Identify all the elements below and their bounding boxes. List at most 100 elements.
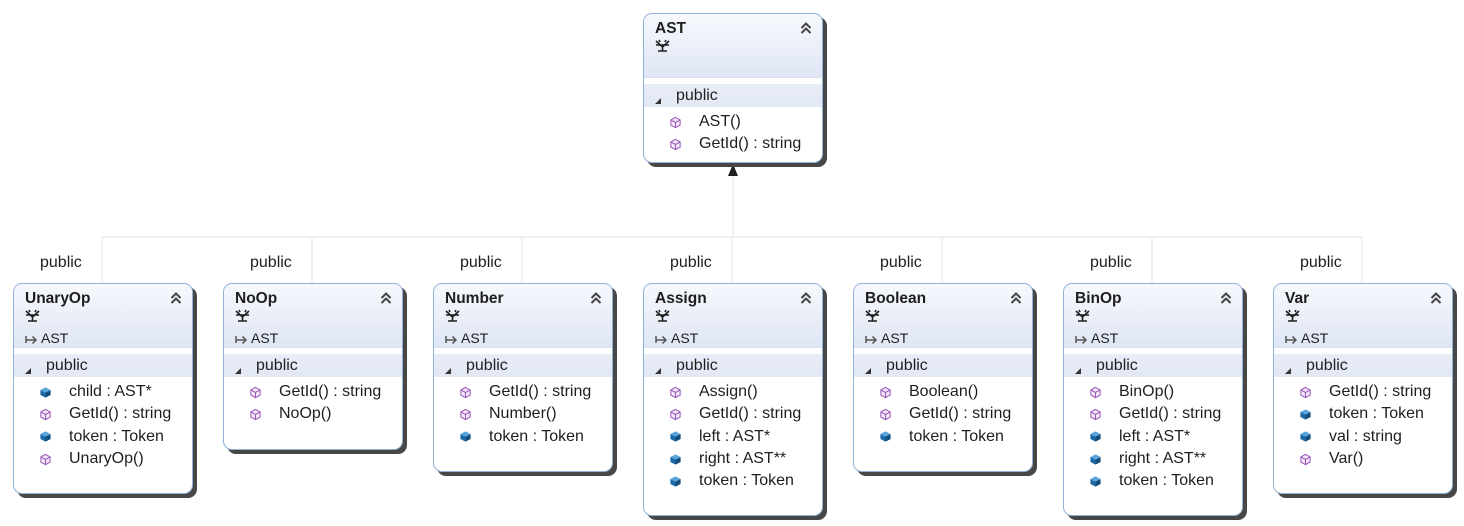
collapse-chevron-icon[interactable] — [589, 291, 603, 305]
field-item[interactable]: token : Token — [854, 426, 1032, 448]
field-item[interactable]: token : Token — [434, 426, 612, 448]
method-item[interactable]: GetId() : string — [434, 381, 612, 403]
member-text: NoOp() — [279, 405, 332, 423]
field-icon — [879, 430, 892, 443]
member-text: GetId() : string — [1119, 405, 1222, 423]
inheritance-access-label: public — [40, 254, 82, 271]
method-item[interactable]: GetId() : string — [644, 133, 822, 155]
field-item[interactable]: token : Token — [1274, 403, 1452, 425]
class-icon — [865, 309, 880, 322]
section-header-public[interactable]: public — [1274, 354, 1452, 377]
collapse-chevron-icon[interactable] — [799, 21, 813, 35]
method-item[interactable]: GetId() : string — [14, 403, 192, 425]
member-text: child : AST* — [69, 383, 152, 401]
method-item[interactable]: BinOp() — [1064, 381, 1242, 403]
field-item[interactable]: left : AST* — [1064, 426, 1242, 448]
inheritance-access-label: public — [250, 254, 292, 271]
method-icon — [669, 138, 682, 151]
section-toggle-icon[interactable] — [234, 362, 242, 374]
method-icon — [459, 386, 472, 399]
field-item[interactable]: right : AST** — [1064, 448, 1242, 470]
inherit-arrow-icon — [1285, 332, 1299, 345]
section-toggle-icon[interactable] — [24, 362, 32, 374]
field-item[interactable]: child : AST* — [14, 381, 192, 403]
method-icon — [39, 408, 52, 421]
class-name: Boolean — [865, 290, 927, 307]
class-name: Var — [1285, 290, 1310, 307]
member-list: AST() GetId() : string — [644, 111, 822, 156]
method-item[interactable]: Var() — [1274, 448, 1452, 470]
section-toggle-icon[interactable] — [864, 362, 872, 374]
field-icon — [39, 386, 52, 399]
method-item[interactable]: GetId() : string — [224, 381, 402, 403]
method-item[interactable]: Number() — [434, 403, 612, 425]
inheritance-access-label: public — [670, 254, 712, 271]
section-header-public[interactable]: public — [854, 354, 1032, 377]
method-item[interactable]: GetId() : string — [644, 403, 822, 425]
method-item[interactable]: AST() — [644, 111, 822, 133]
base-class-row: AST — [1075, 329, 1232, 347]
section-header-public[interactable]: public — [644, 84, 822, 107]
collapse-chevron-icon[interactable] — [1219, 291, 1233, 305]
field-item[interactable]: left : AST* — [644, 426, 822, 448]
section-label: public — [1096, 356, 1138, 374]
method-item[interactable]: Assign() — [644, 381, 822, 403]
section-header-public[interactable]: public — [1064, 354, 1242, 377]
method-item[interactable]: Boolean() — [854, 381, 1032, 403]
method-item[interactable]: GetId() : string — [1274, 381, 1452, 403]
method-item[interactable]: GetId() : string — [1064, 403, 1242, 425]
method-item[interactable]: UnaryOp() — [14, 448, 192, 470]
field-item[interactable]: token : Token — [1064, 470, 1242, 492]
method-icon — [1299, 386, 1312, 399]
method-icon — [879, 386, 892, 399]
member-text: token : Token — [1329, 405, 1424, 423]
section-toggle-icon[interactable] — [654, 92, 662, 104]
member-text: AST() — [699, 113, 741, 131]
method-icon — [459, 408, 472, 421]
field-item[interactable]: token : Token — [644, 470, 822, 492]
field-item[interactable]: right : AST** — [644, 448, 822, 470]
collapse-chevron-icon[interactable] — [1009, 291, 1023, 305]
member-text: GetId() : string — [699, 135, 802, 153]
section-header-public[interactable]: public — [224, 354, 402, 377]
section-header-public[interactable]: public — [434, 354, 612, 377]
section-header-public[interactable]: public — [644, 354, 822, 377]
field-icon — [1089, 475, 1102, 488]
section-toggle-icon[interactable] — [444, 362, 452, 374]
field-icon — [669, 475, 682, 488]
member-text: Boolean() — [909, 383, 979, 401]
field-item[interactable]: token : Token — [14, 426, 192, 448]
member-text: BinOp() — [1119, 383, 1175, 401]
method-icon — [249, 386, 262, 399]
field-icon — [1299, 408, 1312, 421]
section-toggle-icon[interactable] — [1074, 362, 1082, 374]
member-text: UnaryOp() — [69, 450, 144, 468]
method-icon — [669, 386, 682, 399]
member-text: left : AST* — [1119, 427, 1191, 445]
collapse-chevron-icon[interactable] — [1429, 291, 1443, 305]
method-item[interactable]: NoOp() — [224, 403, 402, 425]
collapse-chevron-icon[interactable] — [379, 291, 393, 305]
member-text: Assign() — [699, 383, 758, 401]
section-toggle-icon[interactable] — [1284, 362, 1292, 374]
inherit-arrow-icon — [445, 332, 459, 345]
method-icon — [249, 408, 262, 421]
collapse-chevron-icon[interactable] — [799, 291, 813, 305]
field-item[interactable]: val : string — [1274, 426, 1452, 448]
method-item[interactable]: GetId() : string — [854, 403, 1032, 425]
section-label: public — [886, 356, 928, 374]
collapse-chevron-icon[interactable] — [169, 291, 183, 305]
class-name: AST — [655, 20, 686, 37]
section-toggle-icon[interactable] — [654, 362, 662, 374]
section-header-public[interactable]: public — [14, 354, 192, 377]
